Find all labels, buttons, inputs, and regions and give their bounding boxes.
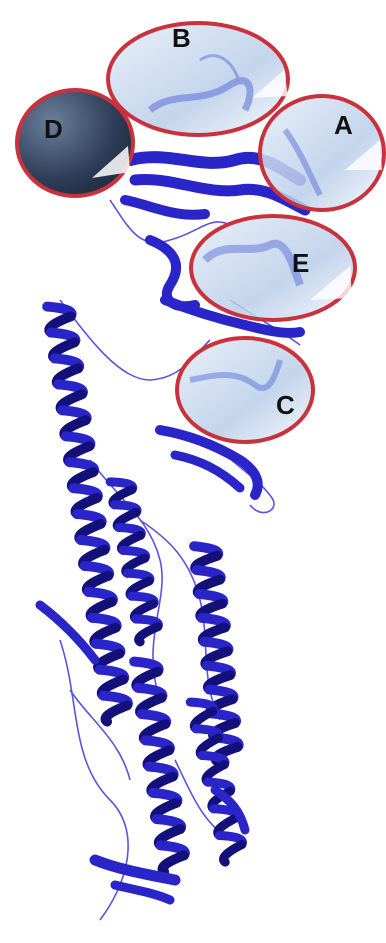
region-a: A [260,96,384,210]
region-d: D [17,90,133,196]
region-d-label: D [44,114,63,144]
region-b-label: B [172,23,191,53]
region-e-label: E [292,248,309,278]
region-a-label: A [334,110,353,140]
region-b-oval [108,23,288,135]
helix-lower [134,662,185,872]
strand-top-3 [125,200,205,215]
region-c: C [177,338,313,442]
region-d-oval [17,90,133,196]
region-c-label: C [276,390,295,420]
region-e-oval [191,216,355,320]
highlighted-regions: B A D E C [17,23,384,442]
helix-left-long [47,307,128,722]
region-b: B [108,23,288,135]
region-e: E [191,216,355,320]
strand-bottom-2 [115,885,170,900]
strand-top-4 [150,240,195,306]
helix-center [110,482,158,642]
